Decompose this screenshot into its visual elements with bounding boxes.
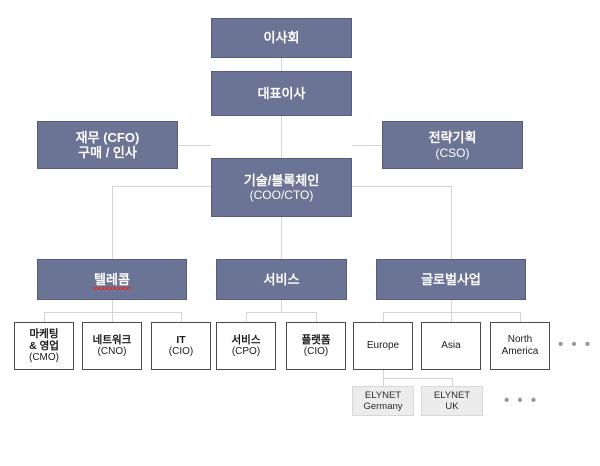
node-cfo-label-1: 재무 (CFO)	[75, 129, 140, 145]
connector-cfo-coocto	[178, 145, 211, 146]
node-division-service-label: 서비스	[263, 271, 300, 287]
regions-ellipsis: • • •	[558, 336, 593, 353]
node-cso[interactable]: 전략기획 (CSO)	[382, 121, 523, 169]
connector-ceo-coocto	[281, 116, 282, 158]
node-region-europe[interactable]: Europe	[353, 322, 413, 370]
node-network-label-1: 네트워크	[92, 333, 132, 346]
connector-global-drop	[451, 300, 452, 312]
node-elynet-germany-label-2: Germany	[363, 401, 403, 412]
node-platform-label-1: 플랫폼	[301, 333, 331, 346]
connector-telecom-drop	[112, 300, 113, 312]
connector-coocto-global-h	[352, 186, 451, 187]
connector-telecom-network	[112, 312, 113, 322]
connector-coocto-telecom-h	[112, 186, 211, 187]
node-elynet-uk[interactable]: ELYNET UK	[421, 386, 483, 416]
node-it-label-2: (CIO)	[168, 346, 194, 358]
node-ceo-label: 대표이사	[257, 85, 306, 101]
node-it-label-1: IT	[176, 333, 186, 346]
node-elynet-germany-label-1: ELYNET	[364, 389, 402, 401]
node-coo-cto[interactable]: 기술/블록체인 (COO/CTO)	[211, 158, 352, 217]
node-service-cpo-label-1: 서비스	[231, 333, 261, 346]
subsidiaries-ellipsis: • • •	[504, 392, 539, 409]
node-marketing-label-1: 마케팅	[29, 327, 59, 340]
connector-service-drop	[281, 300, 282, 312]
node-network[interactable]: 네트워크 (CNO)	[82, 322, 142, 370]
connector-coocto-global-v	[451, 186, 452, 259]
node-north-america-label-2: America	[501, 346, 539, 357]
connector-coocto-telecom-v	[112, 186, 113, 259]
node-platform-label-2: (CIO)	[303, 346, 329, 358]
node-elynet-uk-label-1: ELYNET	[433, 389, 471, 401]
node-coo-cto-label-2: (COO/CTO)	[249, 188, 314, 203]
node-marketing-sales[interactable]: 마케팅 & 영업 (CMO)	[14, 322, 74, 370]
connector-global-northamerica	[520, 312, 521, 322]
node-asia-label: Asia	[441, 340, 461, 352]
connector-service-platform	[316, 312, 317, 322]
connector-service-cpo	[246, 312, 247, 322]
node-telecom-label: 텔레콤	[93, 271, 131, 291]
node-network-label-2: (CNO)	[97, 346, 127, 358]
connector-service-bus	[246, 312, 316, 313]
connector-board-ceo	[281, 58, 282, 71]
node-division-telecom[interactable]: 텔레콤	[37, 259, 187, 300]
connector-elynet-germany	[383, 378, 384, 386]
connector-elynet-bus	[383, 378, 452, 379]
connector-telecom-marketing	[44, 312, 45, 322]
node-division-global-label: 글로벌사업	[421, 271, 481, 287]
node-marketing-label-3: (CMO)	[29, 352, 59, 364]
node-division-global[interactable]: 글로벌사업	[376, 259, 526, 300]
node-coo-cto-label-1: 기술/블록체인	[243, 172, 320, 188]
connector-cso-coocto	[352, 145, 382, 146]
node-board-label: 이사회	[263, 30, 300, 46]
node-europe-label: Europe	[366, 340, 400, 352]
node-board-of-directors[interactable]: 이사회	[211, 18, 352, 58]
connector-global-asia	[451, 312, 452, 322]
node-cfo[interactable]: 재무 (CFO) 구매 / 인사	[37, 121, 178, 169]
node-region-north-america[interactable]: North America	[490, 322, 550, 370]
node-ceo[interactable]: 대표이사	[211, 71, 352, 116]
node-region-asia[interactable]: Asia	[421, 322, 481, 370]
node-it[interactable]: IT (CIO)	[151, 322, 211, 370]
node-cfo-label-2: 구매 / 인사	[78, 145, 137, 160]
node-cso-label-2: (CSO)	[435, 145, 470, 160]
connector-elynet-uk	[452, 378, 453, 386]
node-division-service[interactable]: 서비스	[216, 259, 347, 300]
connector-coocto-service	[281, 217, 282, 259]
connector-global-europe	[383, 312, 384, 322]
node-platform[interactable]: 플랫폼 (CIO)	[286, 322, 346, 370]
node-marketing-label-2: & 영업	[29, 340, 59, 353]
node-service-cpo-label-2: (CPO)	[231, 346, 261, 358]
connector-europe-drop	[383, 370, 384, 378]
node-north-america-label-1: North	[507, 334, 533, 346]
connector-telecom-it	[181, 312, 182, 322]
node-elynet-uk-label-2: UK	[445, 401, 459, 412]
node-cso-label-1: 전략기획	[428, 130, 477, 146]
node-service-cpo[interactable]: 서비스 (CPO)	[216, 322, 276, 370]
node-elynet-germany[interactable]: ELYNET Germany	[352, 386, 414, 416]
